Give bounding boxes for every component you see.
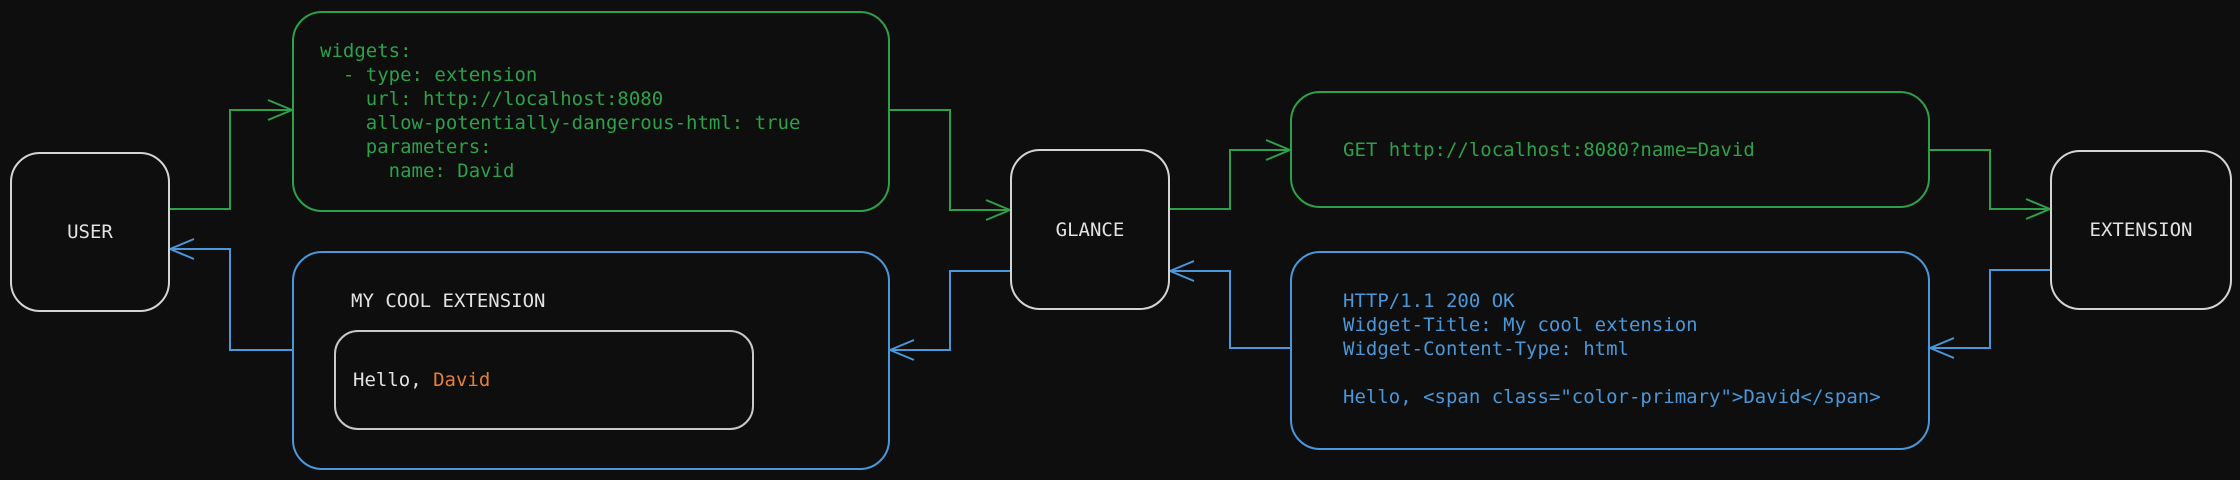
http-response-code: HTTP/1.1 200 OK Widget-Title: My cool ex…: [1343, 290, 1881, 408]
rendered-widget-box: MY COOL EXTENSION Hello, David: [292, 251, 890, 470]
arrow-extension-to-response: [1930, 269, 2050, 348]
node-glance: GLANCE: [1010, 149, 1170, 310]
arrow-glance-to-widget: [890, 270, 1010, 350]
arrow-config-to-glance: [890, 109, 1010, 210]
arrow-user-to-config: [170, 110, 292, 210]
http-response-box: HTTP/1.1 200 OK Widget-Title: My cool ex…: [1290, 251, 1930, 450]
arrow-request-to-extension: [1930, 149, 2050, 209]
arrow-response-to-glance: [1170, 271, 1290, 349]
node-glance-label: GLANCE: [1055, 218, 1125, 241]
http-request-box: GET http://localhost:8080?name=David: [1290, 91, 1930, 208]
arrow-glance-to-request: [1170, 150, 1290, 210]
yaml-config-code: widgets: - type: extension url: http://l…: [320, 40, 801, 182]
http-request-text: GET http://localhost:8080?name=David: [1343, 138, 1755, 161]
greeting-name-highlight: David: [433, 369, 491, 391]
yaml-config-box: widgets: - type: extension url: http://l…: [292, 11, 890, 212]
greeting-text: Hello,: [353, 369, 434, 391]
widget-title: MY COOL EXTENSION: [351, 290, 546, 312]
node-extension: EXTENSION: [2050, 150, 2232, 310]
widget-content-box: Hello, David: [334, 330, 754, 430]
arrow-widget-to-user: [170, 249, 292, 351]
node-extension-label: EXTENSION: [2089, 219, 2193, 241]
node-user-label: USER: [67, 221, 113, 243]
node-user: USER: [10, 152, 170, 312]
